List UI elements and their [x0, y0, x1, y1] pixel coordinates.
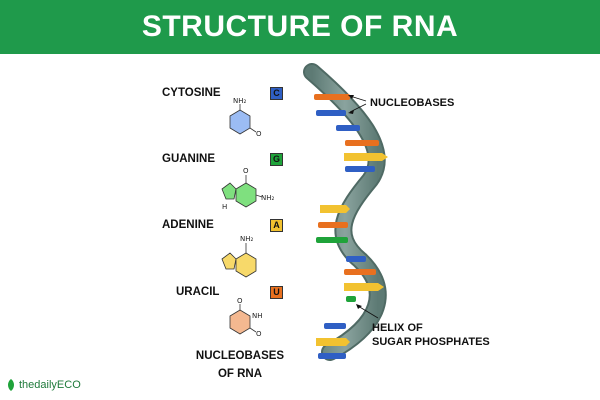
- cytosine-o: O: [256, 130, 262, 138]
- rung-11: [344, 269, 376, 275]
- nucleobases-arrowhead-2: [348, 110, 354, 114]
- guanine-label: GUANINE: [162, 153, 216, 165]
- cytosine-badge: C: [270, 87, 283, 100]
- rung-5: [344, 153, 388, 161]
- rung-2: [316, 110, 346, 116]
- rung-3: [336, 125, 360, 131]
- uracil-molecule: O O NH: [229, 297, 263, 338]
- guanine-o: O: [243, 167, 249, 175]
- caption-line-2: OF RNA: [217, 368, 263, 380]
- adenine-nh2: NH₂: [240, 235, 254, 243]
- uracil-o-top: O: [237, 297, 243, 305]
- brand-logo: thedailyECO: [6, 378, 81, 392]
- cytosine-label: CYTOSINE: [162, 87, 221, 99]
- nucleobases-of-rna-caption: NUCLEOBASES OF RNA: [190, 347, 290, 383]
- uracil-o-right: O: [256, 330, 262, 338]
- rung-10: [346, 256, 366, 262]
- title-banner: STRUCTURE OF RNA: [0, 0, 600, 54]
- rung-7: [320, 205, 350, 213]
- uracil-badge: U: [270, 286, 283, 299]
- rung-8: [318, 222, 348, 228]
- nucleobases-arrow-2: [349, 103, 367, 113]
- page-title: STRUCTURE OF RNA: [141, 10, 459, 43]
- rung-1: [314, 94, 350, 100]
- rung-4: [345, 140, 379, 146]
- nucleobase-rungs: [314, 94, 388, 359]
- rung-14: [324, 323, 346, 329]
- logo-text: thedailyECO: [19, 379, 81, 391]
- uracil-label: URACIL: [176, 286, 220, 298]
- guanine-h: H: [222, 203, 227, 211]
- nucleobases-annotation: NUCLEOBASES: [370, 97, 455, 109]
- cytosine-molecule: NH₂ O: [229, 97, 262, 138]
- helix-backbone-front: [305, 65, 385, 359]
- guanine-badge: G: [270, 153, 283, 166]
- rung-9: [316, 237, 348, 243]
- caption-line-1: NUCLEOBASES: [195, 350, 285, 362]
- rung-15: [316, 338, 350, 346]
- helix-annotation-line-2: SUGAR PHOSPHATES: [372, 336, 490, 348]
- cytosine-nh2: NH₂: [233, 97, 247, 105]
- helix-arrow: [357, 305, 379, 319]
- nucleobases-arrowhead-1: [348, 95, 354, 99]
- rung-16: [318, 353, 346, 359]
- helix-arrowhead: [356, 304, 362, 309]
- helix-annotation-line-1: HELIX OF: [372, 322, 423, 334]
- uracil-nh: NH: [252, 312, 263, 320]
- adenine-molecule: NH₂: [221, 235, 257, 278]
- adenine-badge: A: [270, 219, 283, 232]
- rung-13: [346, 296, 356, 302]
- leaf-icon: [8, 379, 14, 391]
- rung-12: [344, 283, 384, 291]
- guanine-nh2: NH₂: [261, 194, 275, 202]
- guanine-molecule: O NH₂ H: [221, 167, 275, 211]
- rung-6: [345, 166, 375, 172]
- adenine-label: ADENINE: [162, 219, 214, 231]
